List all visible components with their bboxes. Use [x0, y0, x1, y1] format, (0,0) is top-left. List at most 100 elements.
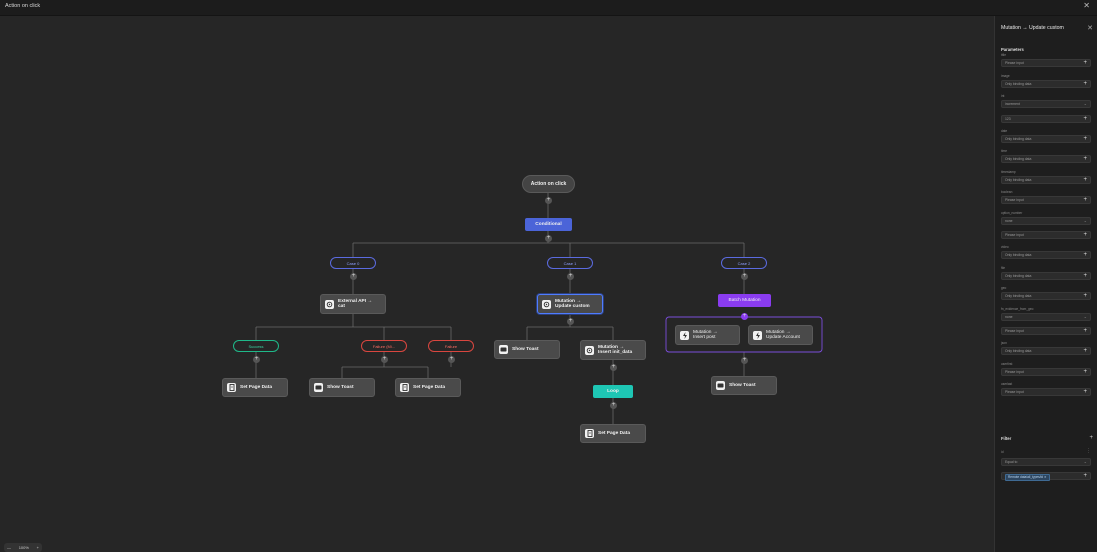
add-step-button[interactable]: +	[567, 318, 574, 325]
filter-operator-select[interactable]: Equal to ⌄	[1001, 458, 1091, 466]
parameter-input[interactable]: Only binding data +	[1001, 79, 1091, 88]
flow-canvas[interactable]	[0, 16, 994, 552]
parameter-value: Please input	[1005, 390, 1024, 394]
add-binding-button[interactable]: +	[1083, 328, 1087, 334]
add-step-button[interactable]: +	[741, 273, 748, 280]
conditional-node[interactable]: Conditional	[525, 218, 572, 231]
add-step-button[interactable]: +	[545, 235, 552, 242]
binding-tag[interactable]: Remote data/all_types/id ✕	[1005, 474, 1050, 481]
add-step-button[interactable]: +	[381, 356, 388, 363]
batch-mutation-node[interactable]: Batch Mutation	[718, 294, 771, 307]
parameter-input[interactable]: Only binding data+	[1001, 251, 1091, 259]
parameter-value: Only binding data	[1005, 81, 1032, 86]
add-binding-button[interactable]: +	[1083, 135, 1087, 142]
mutation-icon	[542, 299, 551, 309]
add-binding-button[interactable]: +	[1083, 115, 1087, 122]
add-binding-button[interactable]: +	[1083, 293, 1087, 299]
parameter-input[interactable]: Only binding data+	[1001, 175, 1091, 184]
set-page-data-node[interactable]: Set Page Data	[395, 378, 461, 397]
success-branch[interactable]: Success	[233, 340, 279, 352]
node-label: Show Toast	[729, 382, 756, 388]
case-0-branch[interactable]: Case 0	[330, 257, 376, 269]
parameter-input[interactable]: Please input+	[1001, 367, 1091, 376]
add-binding-button[interactable]: +	[1083, 272, 1087, 279]
node-label: Show Toast	[512, 346, 539, 352]
set-page-data-node[interactable]: Set Page Data	[580, 424, 646, 443]
bolt-icon	[680, 330, 689, 340]
add-step-button[interactable]: +	[567, 273, 574, 280]
bolt-icon	[753, 330, 762, 340]
parameter-select[interactable]: none⌄	[1001, 216, 1091, 225]
add-step-button[interactable]: +	[253, 356, 260, 363]
failure-branch[interactable]: Failure	[428, 340, 474, 352]
parameter-select[interactable]: none⌄	[1001, 312, 1091, 321]
parameter-input[interactable]: Please input +	[1001, 388, 1091, 396]
parameter-input[interactable]: Only binding data+	[1001, 347, 1091, 355]
zoom-out-button[interactable]: —	[7, 545, 11, 550]
add-binding-button[interactable]: +	[1083, 232, 1087, 238]
add-binding-button[interactable]: +	[1083, 197, 1087, 203]
parameter-input[interactable]: Only binding data+	[1001, 271, 1091, 280]
add-step-button[interactable]: +	[741, 357, 748, 364]
zoom-in-button[interactable]: +	[36, 545, 39, 550]
external-api-node[interactable]: External API →cat	[320, 294, 386, 314]
add-batch-item-button[interactable]: +	[741, 313, 748, 320]
parameter-label: time	[1001, 149, 1008, 153]
parameter-input[interactable]: Please input+	[1001, 327, 1091, 335]
add-binding-button[interactable]: +	[1083, 60, 1087, 66]
branch-label: Failure	[444, 343, 458, 349]
parameter-input[interactable]: Please input+	[1001, 196, 1091, 204]
show-toast-node[interactable]: Show Toast	[494, 340, 560, 359]
add-binding-button[interactable]: +	[1083, 156, 1087, 162]
parameter-label: option_number	[1001, 210, 1023, 215]
add-binding-button[interactable]: +	[1083, 252, 1087, 258]
failure-mid-branch[interactable]: Failure (Mi...	[361, 340, 407, 352]
add-step-button[interactable]: +	[610, 364, 617, 371]
add-binding-button[interactable]: +	[1083, 80, 1087, 87]
batch-item-insert-post[interactable]: Mutation →Insert post	[675, 325, 740, 345]
close-icon[interactable]: ✕	[1083, 1, 1090, 10]
loop-node[interactable]: Loop	[593, 385, 633, 398]
add-binding-button[interactable]: +	[1083, 368, 1087, 375]
add-binding-button[interactable]: +	[1083, 473, 1087, 479]
chevron-down-icon: ⌄	[1083, 459, 1087, 464]
show-toast-node[interactable]: Show Toast	[711, 376, 777, 395]
add-binding-button[interactable]: +	[1083, 348, 1087, 354]
add-filter-button[interactable]: +	[1089, 435, 1093, 441]
panel-title: Mutation → Update custom	[1001, 25, 1064, 31]
mutation-insert-init-node[interactable]: Mutation →Insert init_data	[580, 340, 646, 360]
parameter-select[interactable]: increment⌄	[1001, 100, 1091, 108]
parameter-input[interactable]: Only binding data +	[1001, 155, 1091, 163]
case-label: Case 2	[737, 260, 751, 266]
set-page-data-node[interactable]: Set Page Data	[222, 378, 288, 397]
add-binding-button[interactable]: +	[1083, 176, 1087, 183]
parameter-value: Only binding data	[1005, 157, 1032, 161]
trigger-node[interactable]: Action on click	[522, 175, 575, 193]
document-icon	[400, 383, 409, 392]
add-step-button[interactable]: +	[350, 273, 357, 280]
batch-item-update-account[interactable]: Mutation →Update Account	[748, 325, 813, 345]
case-2-branch[interactable]: Case 2	[721, 257, 767, 269]
parameter-input[interactable]: 123 +	[1001, 114, 1091, 123]
filter-value-field[interactable]: Remote data/all_types/id ✕ +	[1001, 472, 1091, 481]
parameter-label: date	[1001, 128, 1008, 133]
add-step-button[interactable]: +	[610, 402, 617, 409]
parameter-input[interactable]: Only binding data+	[1001, 292, 1091, 300]
show-toast-node[interactable]: Show Toast	[309, 378, 375, 397]
remove-tag-icon[interactable]: ✕	[1043, 475, 1047, 479]
add-step-button[interactable]: +	[448, 356, 455, 363]
more-icon[interactable]: ⋮	[1086, 448, 1091, 454]
node-line-2: cat	[338, 304, 345, 309]
parameter-value: Only binding data	[1005, 136, 1032, 141]
parameter-input[interactable]: Please input+	[1001, 231, 1091, 239]
parameter-value: 123	[1005, 116, 1011, 121]
mutation-update-node[interactable]: Mutation →Update custom	[537, 294, 603, 314]
case-1-branch[interactable]: Case 1	[547, 257, 593, 269]
loop-label: Loop	[607, 389, 619, 394]
node-line-2: Insert init_data	[598, 350, 633, 355]
close-panel-icon[interactable]: ✕	[1087, 25, 1093, 32]
parameter-input[interactable]: Only binding data +	[1001, 134, 1091, 143]
add-binding-button[interactable]: +	[1083, 389, 1087, 395]
parameter-input[interactable]: Please input+	[1001, 59, 1091, 67]
add-step-button[interactable]: +	[545, 197, 552, 204]
